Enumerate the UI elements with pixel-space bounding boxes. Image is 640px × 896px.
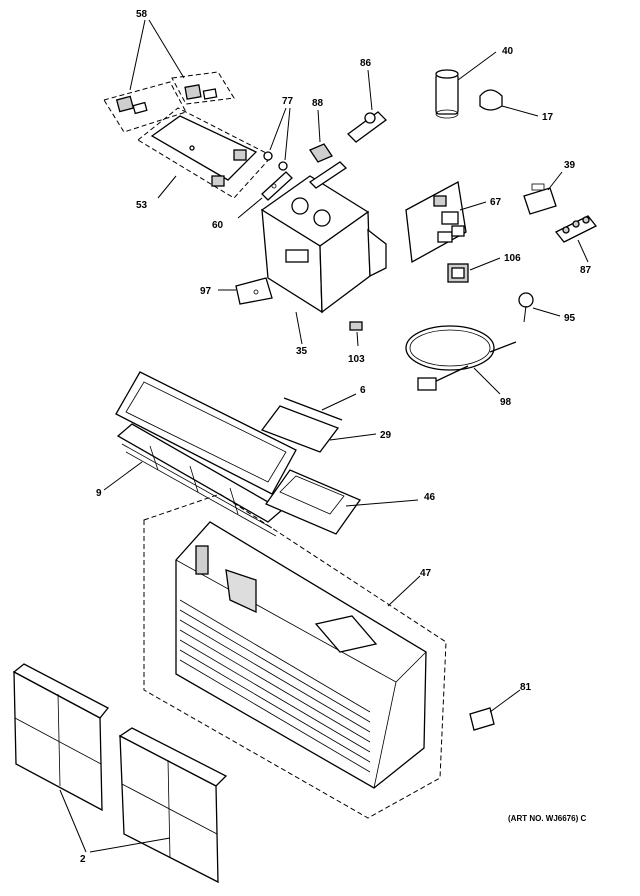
label-81: 81 <box>520 682 532 693</box>
label-88: 88 <box>312 98 324 109</box>
circuit-board <box>405 180 467 264</box>
thermostat-bracket <box>347 111 387 143</box>
front-cover <box>143 493 447 819</box>
label-106: 106 <box>504 253 521 264</box>
grille-frame <box>265 469 361 535</box>
power-cord <box>405 325 517 391</box>
label-6: 6 <box>360 385 366 396</box>
terminal-block <box>554 215 598 243</box>
knob <box>518 292 534 323</box>
label-60: 60 <box>212 220 224 231</box>
grille-top-frame <box>115 371 297 495</box>
label-67: 67 <box>490 197 502 208</box>
hinge <box>469 707 495 731</box>
label-98: 98 <box>500 397 512 408</box>
relay <box>523 183 557 215</box>
transformer <box>447 263 469 283</box>
gasket <box>283 397 343 421</box>
label-39: 39 <box>564 160 576 171</box>
label-53: 53 <box>136 200 148 211</box>
label-9: 9 <box>96 488 102 499</box>
label-17: 17 <box>542 112 554 123</box>
label-2: 2 <box>80 854 86 865</box>
capacitor <box>435 69 459 119</box>
label-77: 77 <box>282 96 294 107</box>
bracket <box>261 171 293 201</box>
plate <box>235 277 273 305</box>
screws <box>263 151 288 171</box>
air-filters <box>12 663 228 884</box>
label-95: 95 <box>564 313 576 324</box>
label-86: 86 <box>360 58 372 69</box>
clip <box>349 321 363 331</box>
label-35: 35 <box>296 346 308 357</box>
relay-clips <box>103 71 235 133</box>
capacitor-strap <box>479 89 503 111</box>
label-58: 58 <box>136 9 148 20</box>
label-46: 46 <box>424 492 436 503</box>
label-87: 87 <box>580 265 592 276</box>
label-40: 40 <box>502 46 514 57</box>
art-number: (ART NO. WJ6676) C <box>508 814 586 823</box>
control-box <box>260 161 387 314</box>
label-103: 103 <box>348 354 365 365</box>
switch-small <box>309 143 333 163</box>
door <box>260 405 340 453</box>
label-29: 29 <box>380 430 392 441</box>
label-97: 97 <box>200 286 212 297</box>
label-47: 47 <box>420 568 432 579</box>
